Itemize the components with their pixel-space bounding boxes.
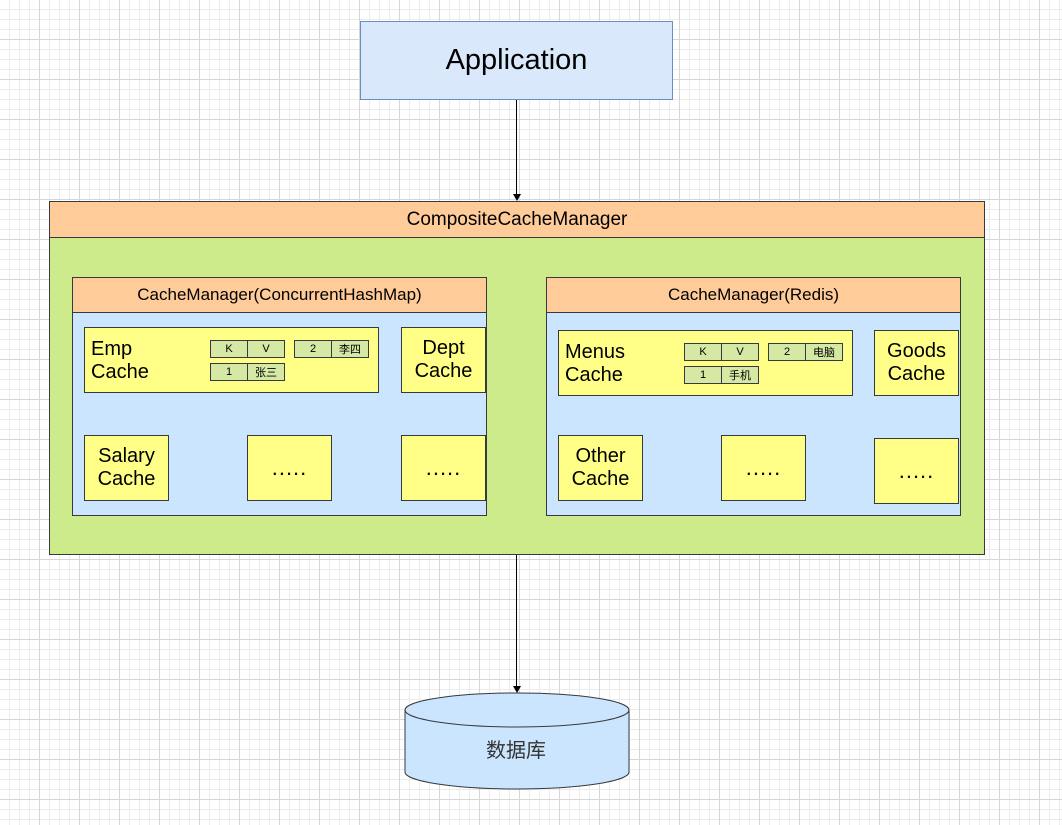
kv-entry-key: 1 bbox=[684, 366, 722, 384]
goods-cache: Goods Cache bbox=[874, 330, 959, 396]
arrowhead-icon bbox=[513, 686, 521, 693]
database-cylinder-icon bbox=[404, 692, 630, 790]
kv-entry-value: 李四 bbox=[331, 340, 369, 358]
kv-header-key: K bbox=[210, 340, 248, 358]
composite-title: CompositeCacheManager bbox=[406, 208, 628, 230]
kv-entry-key: 2 bbox=[768, 343, 806, 361]
kv-entry-key: 2 bbox=[294, 340, 332, 358]
emp-cache: Emp Cache K V 2 李四 1 张三 bbox=[84, 327, 379, 393]
cache-label: Emp Cache bbox=[91, 338, 149, 383]
composite-header: CompositeCacheManager bbox=[49, 201, 985, 238]
cache-manager-header: CacheManager(ConcurrentHashMap) bbox=[72, 277, 487, 313]
connector-app-to-composite bbox=[516, 100, 517, 195]
cache-manager-header: CacheManager(Redis) bbox=[546, 277, 961, 313]
placeholder-cache: ..... bbox=[721, 435, 806, 501]
placeholder-cache: ..... bbox=[247, 435, 332, 501]
kv-header-value: V bbox=[247, 340, 285, 358]
cache-manager-title: CacheManager(ConcurrentHashMap) bbox=[137, 285, 422, 304]
salary-cache: Salary Cache bbox=[84, 435, 169, 501]
other-cache: Other Cache bbox=[558, 435, 643, 501]
cache-label: Menus Cache bbox=[565, 341, 626, 386]
kv-entry-value: 张三 bbox=[247, 363, 285, 381]
kv-header-key: K bbox=[684, 343, 722, 361]
dept-cache: Dept Cache bbox=[401, 327, 486, 393]
database-label: 数据库 bbox=[486, 738, 546, 762]
kv-header-value: V bbox=[721, 343, 759, 361]
cache-manager-title: CacheManager(Redis) bbox=[667, 285, 840, 304]
placeholder-cache: ..... bbox=[401, 435, 486, 501]
connector-composite-to-database bbox=[516, 555, 517, 686]
application-node: Application bbox=[360, 21, 673, 100]
kv-entry-value: 电脑 bbox=[805, 343, 843, 361]
menus-cache: Menus Cache K V 2 电脑 1 手机 bbox=[558, 330, 853, 396]
application-label: Application bbox=[445, 44, 588, 76]
database-node: 数据库 bbox=[404, 692, 630, 792]
placeholder-cache: ..... bbox=[874, 438, 959, 504]
kv-entry-key: 1 bbox=[210, 363, 248, 381]
kv-entry-value: 手机 bbox=[721, 366, 759, 384]
arrowhead-icon bbox=[513, 194, 521, 201]
